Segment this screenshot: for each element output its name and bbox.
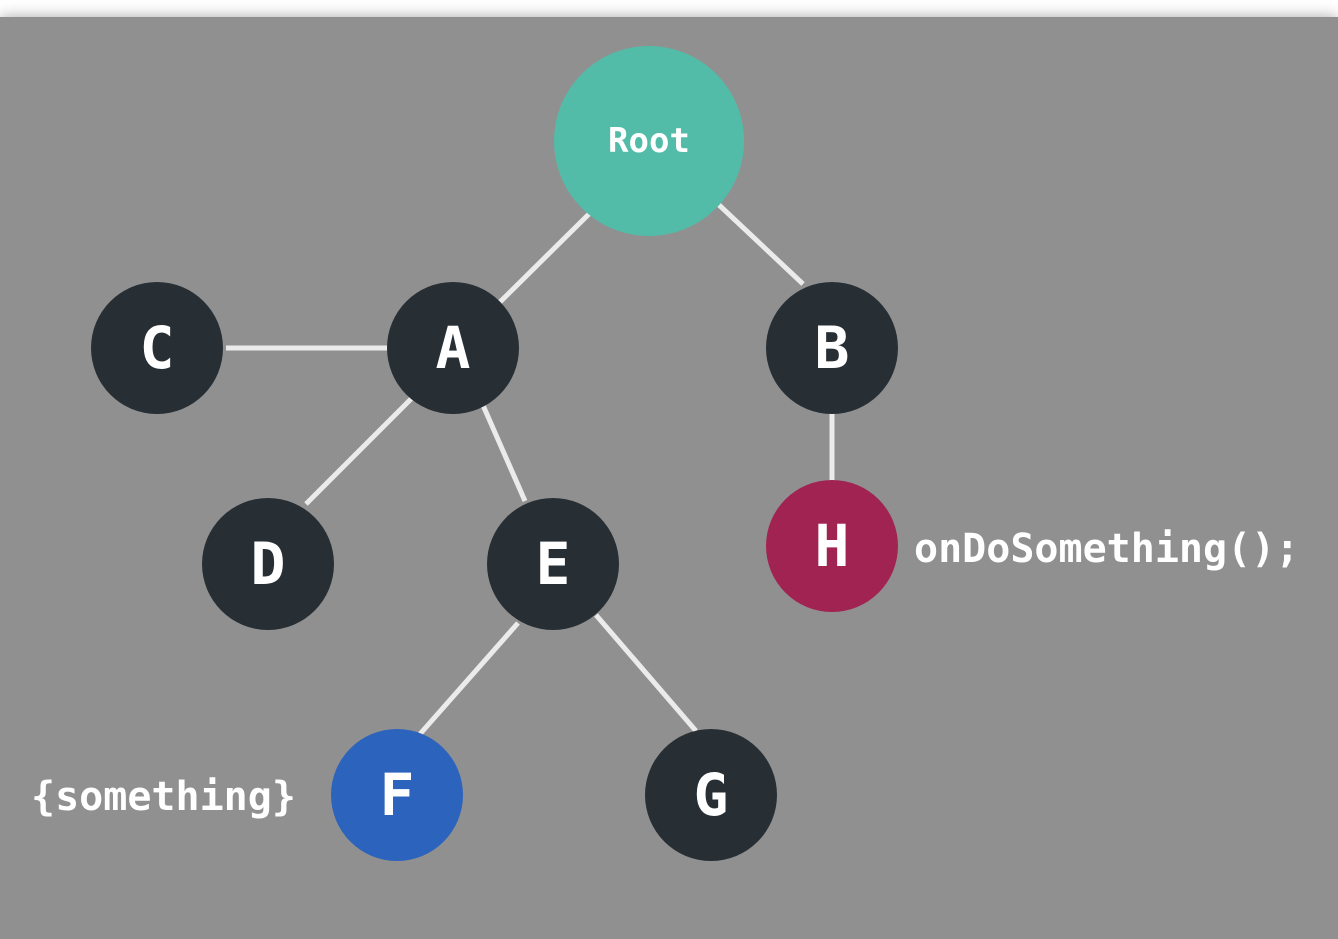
node-root-label: Root: [608, 121, 690, 161]
h-callback-annotation: onDoSomething();: [914, 526, 1300, 572]
node-h: H: [766, 480, 898, 612]
edge-e-g: [594, 613, 698, 733]
node-d-label: D: [250, 530, 286, 598]
node-d: D: [202, 498, 334, 630]
node-b: B: [766, 282, 898, 414]
node-g-label: G: [693, 761, 729, 829]
node-a: A: [387, 282, 519, 414]
node-e: E: [487, 498, 619, 630]
node-f-label: F: [379, 761, 415, 829]
edge-a-e: [479, 401, 528, 503]
node-e-label: E: [535, 530, 571, 598]
node-f: F: [331, 729, 463, 861]
tree-edges: [226, 202, 835, 736]
diagram-canvas: Root A B C D E F G H onDoSomething(); {s…: [0, 17, 1338, 939]
f-prop-annotation: {something}: [31, 774, 296, 820]
node-g: G: [645, 729, 777, 861]
edge-root-b: [716, 202, 805, 286]
node-c-label: C: [139, 314, 175, 382]
edge-e-f: [418, 621, 520, 736]
node-root: Root: [554, 46, 744, 236]
node-a-label: A: [435, 314, 471, 382]
edge-root-a: [498, 211, 592, 304]
edge-a-d: [304, 395, 415, 506]
node-h-label: H: [814, 512, 850, 580]
node-c: C: [91, 282, 223, 414]
node-b-label: B: [814, 314, 850, 382]
